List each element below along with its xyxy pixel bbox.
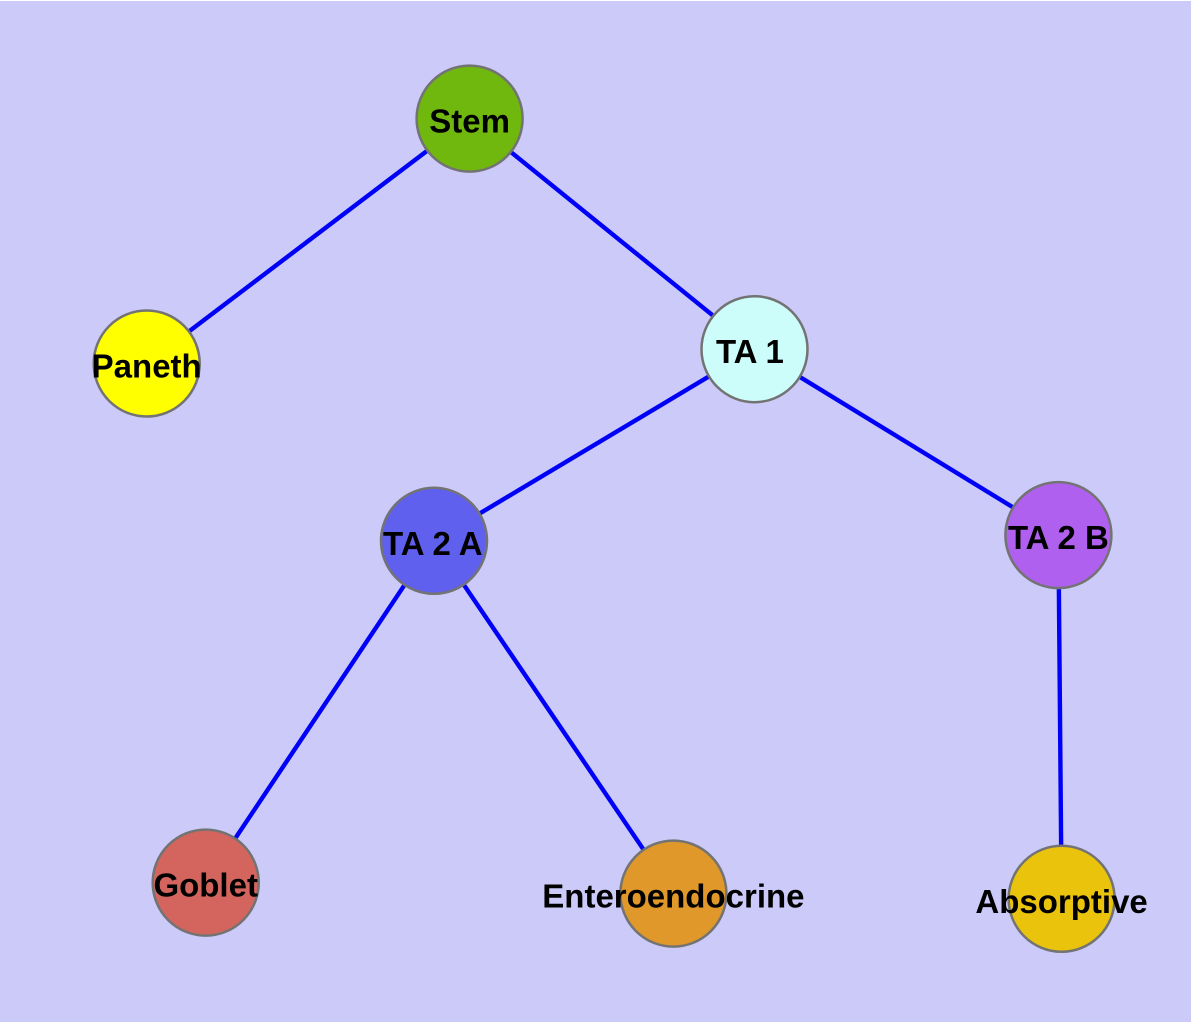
svg-text:TA 2 A: TA 2 A [383, 525, 483, 562]
svg-text:TA 1: TA 1 [716, 333, 784, 370]
svg-text:Absorptive: Absorptive [975, 883, 1147, 920]
svg-text:Goblet: Goblet [153, 867, 258, 904]
svg-text:Paneth: Paneth [92, 348, 202, 385]
svg-text:TA 2 B: TA 2 B [1008, 519, 1109, 556]
svg-text:Enteroendocrine: Enteroendocrine [542, 878, 804, 915]
svg-text:Stem: Stem [429, 103, 510, 140]
